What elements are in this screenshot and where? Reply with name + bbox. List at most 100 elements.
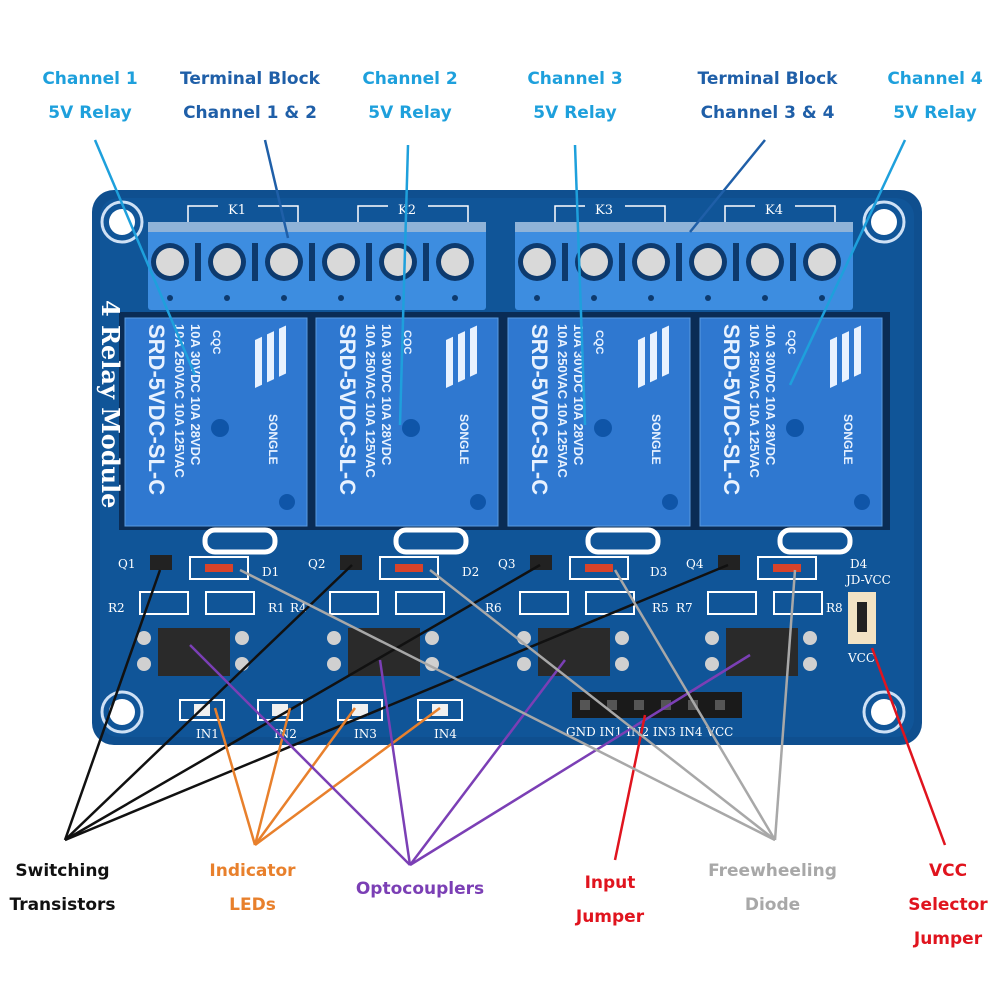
label-line: 5V Relay <box>893 103 977 123</box>
terminal-screw <box>156 248 184 276</box>
terminal-screw <box>637 248 665 276</box>
transistor <box>150 555 172 570</box>
relay-dot <box>402 419 420 437</box>
relay-model: SRD-5VDC-SL-C <box>719 324 744 495</box>
diode-pad <box>569 556 629 580</box>
resistor-label: R7 <box>676 601 693 615</box>
pointer-optocoupler <box>409 653 751 867</box>
terminal-screw <box>808 248 836 276</box>
diode <box>395 564 423 572</box>
transistor <box>340 555 362 570</box>
relay-cert: CQC <box>593 330 605 355</box>
indicator-led-pad <box>417 699 463 721</box>
resistor-pad <box>519 591 569 615</box>
resistor-pad <box>329 591 379 615</box>
diode-label: D4 <box>850 557 868 571</box>
songle-logo-stripe <box>638 336 645 388</box>
label-line: Transistors <box>9 895 116 915</box>
resistor-label: R5 <box>652 601 669 615</box>
label-line: 5V Relay <box>48 103 132 123</box>
relay-brand: SONGLE <box>841 414 855 465</box>
pointer-optocoupler <box>409 659 566 866</box>
diode-label: D1 <box>262 565 279 579</box>
relay-rating: 10A 250VAC 10A 125VAC <box>363 324 378 479</box>
optocoupler <box>538 628 610 676</box>
terminal-hole <box>281 295 287 301</box>
pointer-transistor <box>63 569 162 841</box>
header-pin <box>715 700 725 710</box>
relay-model: SRD-5VDC-SL-C <box>144 324 169 495</box>
header-pin <box>688 700 698 710</box>
diode <box>205 564 233 572</box>
header-pin-labels: GND IN1 IN2 IN3 IN4 VCC <box>566 725 733 739</box>
resistor-label: R8 <box>826 601 843 615</box>
label-input-jumper: Input Jumper <box>560 866 660 934</box>
relay-ref-label: K3 <box>595 203 613 218</box>
pointer-channel-2 <box>398 144 410 426</box>
indicator-led <box>352 704 368 716</box>
label-terminal-block-3-4: Terminal Block Channel 3 & 4 <box>680 62 855 130</box>
terminal-hole <box>648 295 654 301</box>
resistor-pad <box>139 591 189 615</box>
relay-dot <box>470 494 486 510</box>
terminal-hole <box>591 295 597 301</box>
terminal-hole <box>338 295 344 301</box>
terminal-block-top <box>148 222 486 232</box>
diode-label: D3 <box>650 565 667 579</box>
header-pin <box>607 700 617 710</box>
label-line: Jumper <box>913 929 983 949</box>
terminal-divider <box>423 243 429 281</box>
terminal-screw <box>694 248 722 276</box>
diode-pad <box>189 556 249 580</box>
terminal-divider <box>733 243 739 281</box>
terminal-blocks: K1K2K3K4 <box>148 203 853 310</box>
pointer-diode <box>239 568 776 842</box>
optocoupler-pin <box>137 631 151 645</box>
label-channel-1-relay: Channel 1 5V Relay <box>30 62 150 130</box>
relay-dot <box>854 494 870 510</box>
terminal-screw <box>327 248 355 276</box>
diode-pad <box>757 556 817 580</box>
optocoupler-pin <box>615 631 629 645</box>
resistor-label: R6 <box>485 601 502 615</box>
label-line: Indicator <box>209 861 296 881</box>
pointer-diode <box>773 569 797 841</box>
silkscreen-octagon <box>585 527 661 555</box>
silkscreen-outline <box>724 205 836 222</box>
label-line: Switching <box>15 861 110 881</box>
relay-dot <box>594 419 612 437</box>
optocoupler-pin <box>803 631 817 645</box>
terminal-hole <box>819 295 825 301</box>
header-pin <box>634 700 644 710</box>
pointer-input-jumper <box>613 714 647 861</box>
pointer-led <box>213 707 257 846</box>
relay-brand: SONGLE <box>649 414 663 465</box>
terminal-hole <box>534 295 540 301</box>
terminal-divider <box>676 243 682 281</box>
label-line: LEDs <box>229 895 276 915</box>
songle-logo-stripe <box>830 336 837 388</box>
pointer-led <box>253 707 357 846</box>
pointer-optocoupler <box>189 644 411 866</box>
relay-cert: CQC <box>210 330 222 355</box>
led-label: IN2 <box>274 727 297 741</box>
label-terminal-block-1-2: Terminal Block Channel 1 & 2 <box>165 62 335 130</box>
relay-brand: SONGLE <box>266 414 280 465</box>
optocoupler-pin <box>517 657 531 671</box>
pointer-optocoupler <box>378 659 412 866</box>
terminal-hole <box>167 295 173 301</box>
terminal-divider <box>252 243 258 281</box>
songle-logo-stripe <box>662 325 669 377</box>
label-line: Channel 4 <box>887 69 983 89</box>
terminal-hole <box>224 295 230 301</box>
label-line: Terminal Block <box>180 69 320 89</box>
diode-pad <box>379 556 439 580</box>
optocoupler-pin <box>235 631 249 645</box>
led-label: IN4 <box>434 727 457 741</box>
pointer-led <box>254 706 441 847</box>
channel-components-3: Q3 <box>498 555 635 676</box>
